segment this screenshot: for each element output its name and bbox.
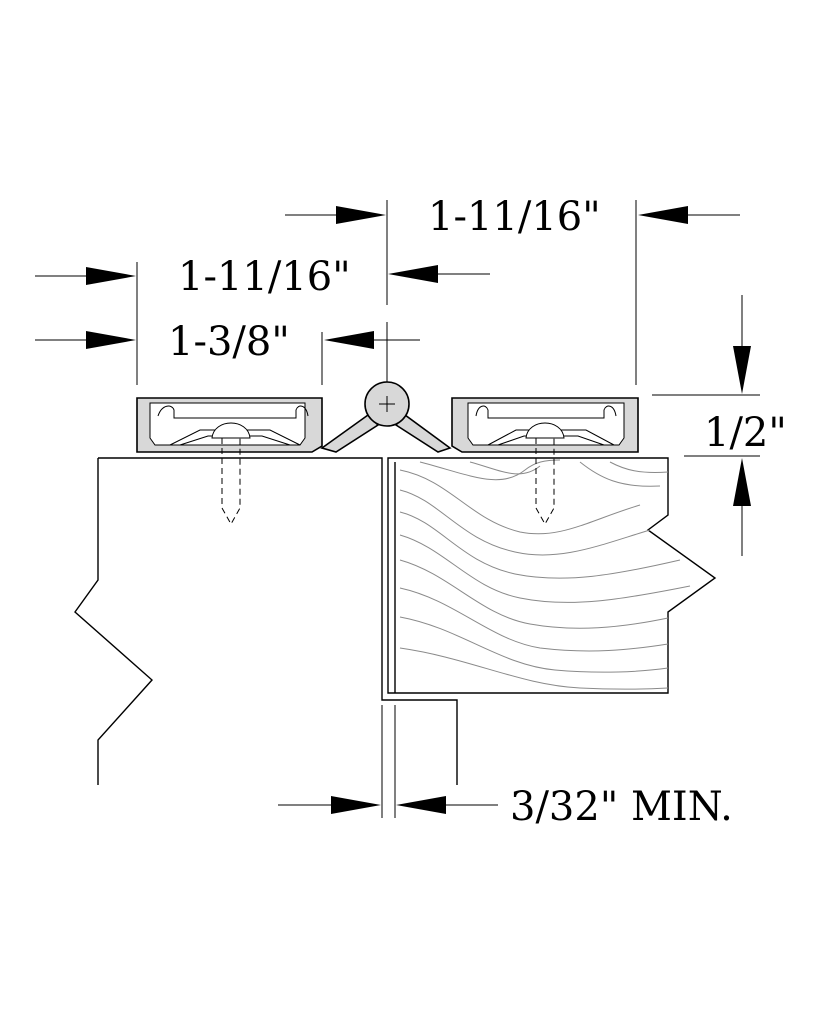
continuous-hinge bbox=[136, 381, 639, 453]
left-frame bbox=[74, 457, 458, 785]
left-screw bbox=[211, 422, 251, 526]
wood-grain bbox=[399, 459, 691, 690]
right-door-wood bbox=[387, 457, 717, 694]
dim-top-width-label: 1-11/16" bbox=[428, 194, 601, 240]
right-screw bbox=[525, 422, 565, 526]
dimension-arrows bbox=[35, 206, 751, 814]
dim-leaf-width-label: 1-3/8" bbox=[168, 319, 290, 365]
extension-lines bbox=[136, 200, 760, 818]
dim-gap-label: 3/32" MIN. bbox=[510, 784, 733, 830]
dim-left-width-label: 1-11/16" bbox=[178, 254, 351, 300]
dim-height-label: 1/2" bbox=[704, 410, 787, 456]
